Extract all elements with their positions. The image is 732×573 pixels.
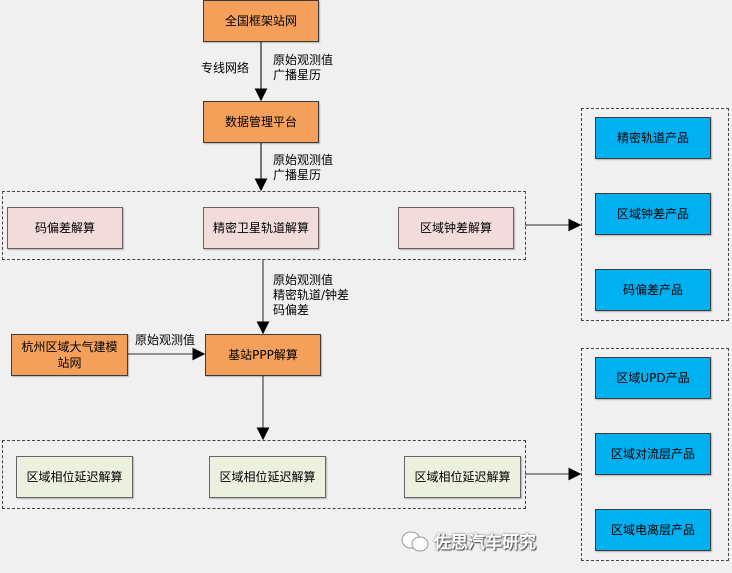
troposphere-product-node: 区域对流层产品 <box>595 433 711 475</box>
edge-label-obs-ephemeris-2: 原始观测值 广播星历 <box>273 153 334 182</box>
upd-product-node: 区域UPD产品 <box>595 357 711 399</box>
clock-product-node: 区域钟差产品 <box>595 193 711 235</box>
data-platform-node: 数据管理平台 <box>203 101 319 143</box>
solve-group <box>2 191 526 260</box>
clock-solve-node: 区域钟差解算 <box>398 207 514 249</box>
watermark-text: 佐思汽车研究 <box>434 533 536 553</box>
national-network-node: 全国框架站网 <box>203 0 319 42</box>
orbit-product-node: 精密轨道产品 <box>595 117 711 159</box>
phase-delay-node-1: 区域相位延迟解算 <box>16 456 133 498</box>
edge-label-obs-ephemeris-1: 原始观测值 广播星历 <box>273 53 334 82</box>
products-group-2 <box>581 348 729 561</box>
phase-delay-group <box>2 440 526 509</box>
edge-label-dedicated-network: 专线网络 <box>201 61 250 75</box>
orbit-solve-node: 精密卫星轨道解算 <box>203 207 319 249</box>
phase-delay-node-2: 区域相位延迟解算 <box>209 456 326 498</box>
edge-label-raw-obs: 原始观测值 <box>135 333 196 347</box>
ppp-solve-node: 基站PPP解算 <box>205 334 321 376</box>
edge-label-obs-orbit-clock-bias: 原始观测值 精密轨道/钟差 码偏差 <box>273 273 350 317</box>
products-group-1 <box>581 108 729 321</box>
code-bias-solve-node: 码偏差解算 <box>7 207 123 249</box>
code-bias-product-node: 码偏差产品 <box>595 269 711 311</box>
hangzhou-network-node: 杭州区域大气建模站网 <box>11 334 128 376</box>
watermark: 佐思汽车研究 <box>400 528 536 553</box>
wechat-icon <box>401 531 429 551</box>
ionosphere-product-node: 区域电离层产品 <box>595 509 711 551</box>
phase-delay-node-3: 区域相位延迟解算 <box>404 456 521 498</box>
